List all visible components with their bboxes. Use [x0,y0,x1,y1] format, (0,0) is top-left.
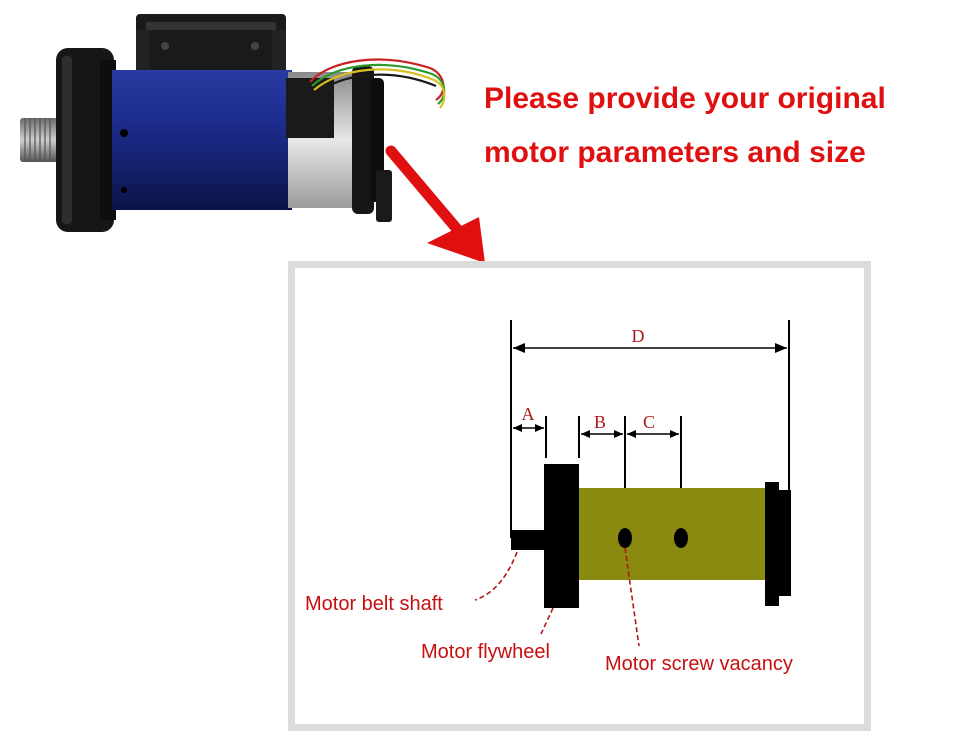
motor-shaft [20,118,60,162]
dimension-b [581,430,623,438]
schematic-belt-shaft [511,530,547,550]
dimension-label-b: B [594,412,606,432]
motor-body [112,70,292,210]
dimension-c [627,430,679,438]
leader-flywheel [540,607,554,635]
callout-belt-shaft: Motor belt shaft [305,593,443,615]
dimension-label-d: D [632,326,645,346]
red-arrow-down-right-icon [385,145,485,263]
headline-line-2: motor parameters and size [484,136,866,169]
callout-flywheel: Motor flywheel [421,641,550,663]
motor-photo [0,0,470,262]
dimension-a [513,424,544,432]
schematic-flywheel [544,464,579,608]
dimension-diagram: D A B C [305,320,793,675]
dimension-label-c: C [643,412,655,432]
motor-flywheel-photo [56,48,116,232]
schematic-screw-hole-1 [618,528,632,548]
schematic-screw-hole-2 [674,528,688,548]
callout-screw-vacancy: Motor screw vacancy [605,653,793,675]
leader-belt-shaft [474,551,518,601]
motor-end-cap [286,66,392,222]
dimension-label-a: A [522,404,535,424]
motor-bracket [136,14,286,80]
headline: Please provide your original motor param… [484,72,954,180]
motor-wires [309,58,446,109]
leader-screw-vacancy [624,547,640,647]
schematic-motor-body [579,488,765,580]
dimension-d [513,343,787,353]
headline-line-1: Please provide your original [484,82,886,115]
dimension-diagram-panel: D A B C [288,261,871,731]
